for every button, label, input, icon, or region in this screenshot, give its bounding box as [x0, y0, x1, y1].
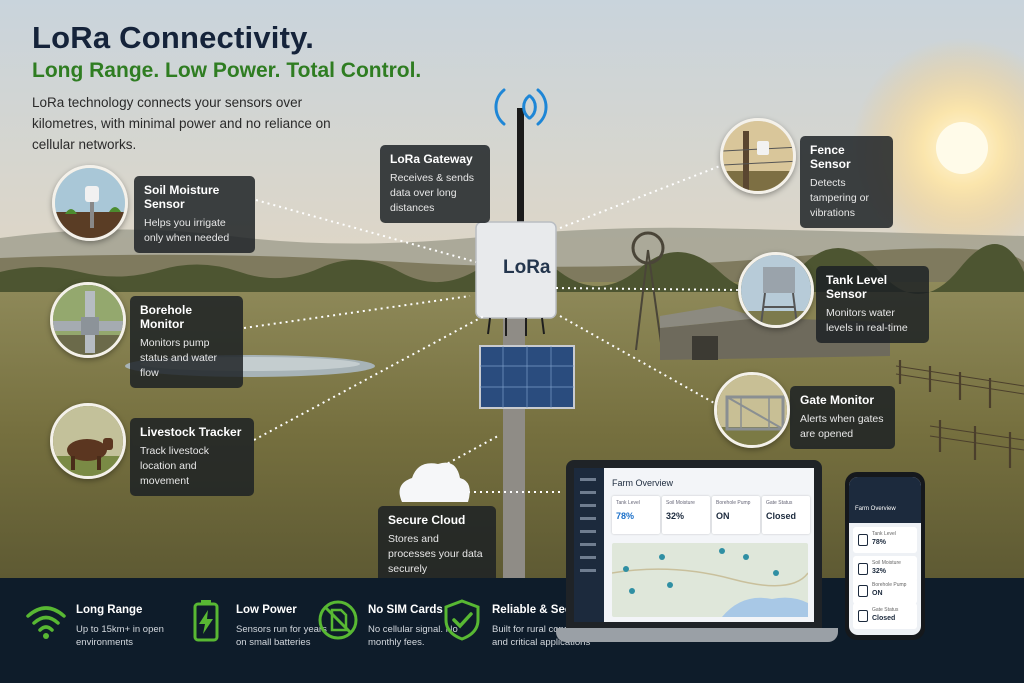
- tank-level-title: Tank Level Sensor: [826, 273, 888, 301]
- mobile-header: Farm Overview: [849, 477, 921, 523]
- mobile-row[interactable]: Tank Level 78%: [853, 527, 917, 553]
- intro-text: LoRa technology connects your sensors ov…: [32, 95, 331, 152]
- livestock-card: Livestock Tracker Track livestock locati…: [130, 418, 254, 496]
- row-label: Soil Moisture: [872, 560, 901, 566]
- page-title: LoRa Connectivity.: [32, 20, 315, 55]
- feature-title: Long Range: [76, 604, 143, 616]
- laptop-base: [556, 628, 838, 642]
- tile-value: ON: [716, 511, 730, 521]
- laptop-dashboard: Farm Overview Tank Level 78% Soil Moistu…: [566, 460, 822, 630]
- tile-label: Gate Status: [766, 500, 793, 506]
- dashboard-tile[interactable]: Borehole Pump ON: [712, 496, 760, 534]
- mobile-row[interactable]: Borehole Pump ON: [853, 578, 917, 604]
- feature-desc: Sensors run for years on small batteries: [236, 624, 327, 648]
- tile-label: Soil Moisture: [666, 500, 695, 506]
- feature-title: Low Power: [236, 604, 297, 616]
- livestock-desc: Track livestock location and movement: [140, 445, 210, 487]
- map-pin-icon: [623, 548, 779, 594]
- row-label: Tank Level: [872, 531, 896, 537]
- fence-sensor-image: [720, 118, 796, 194]
- shield-check-icon: [444, 599, 480, 641]
- dashboard-title: Farm Overview: [612, 478, 674, 488]
- gate-monitor-desc: Alerts when gates are opened: [800, 413, 884, 440]
- tank-level-card: Tank Level Sensor Monitors water levels …: [816, 266, 929, 343]
- dashboard-tile[interactable]: Gate Status Closed: [762, 496, 810, 534]
- no-sim-icon: [318, 600, 358, 640]
- row-value: ON: [872, 590, 883, 597]
- livestock-image: [50, 403, 126, 479]
- mobile-phone: Farm Overview Tank Level 78% Soil Moistu…: [845, 472, 925, 640]
- soil-sensor-image: [52, 165, 128, 241]
- page-subtitle: Long Range. Low Power. Total Control.: [32, 59, 422, 82]
- tile-value: Closed: [766, 511, 797, 521]
- gate-monitor-card: Gate Monitor Alerts when gates are opene…: [790, 386, 895, 449]
- mobile-row[interactable]: Gate Status Closed: [853, 603, 917, 629]
- row-value: Closed: [872, 615, 896, 622]
- gateway-card: LoRa Gateway Receives & sends data over …: [380, 145, 490, 223]
- mobile-title: Farm Overview: [855, 506, 896, 512]
- dashboard-sidebar: [574, 468, 604, 622]
- tile-label: Tank Level: [616, 500, 640, 506]
- tank-level-image: [738, 252, 814, 328]
- feature-title: No SIM Cards: [368, 604, 443, 616]
- cloud-title: Secure Cloud: [388, 513, 466, 527]
- feature-desc: Up to 15km+ in open environments: [76, 624, 164, 648]
- livestock-title: Livestock Tracker: [140, 425, 242, 439]
- feature-desc: No cellular signal. No monthly fees.: [368, 624, 458, 648]
- cloud-card: Secure Cloud Stores and processes your d…: [378, 506, 496, 584]
- row-label: Borehole Pump: [872, 582, 907, 588]
- soil-sensor-card: Soil Moisture Sensor Helps you irrigate …: [134, 176, 255, 253]
- borehole-title: Borehole Monitor: [140, 303, 193, 331]
- pump-icon: [858, 585, 868, 597]
- borehole-card: Borehole Monitor Monitors pump status an…: [130, 296, 243, 388]
- dashboard-tile[interactable]: Tank Level 78%: [612, 496, 660, 534]
- tile-value: 32%: [666, 511, 685, 521]
- gateway-title: LoRa Gateway: [390, 152, 473, 166]
- tank-icon: [858, 534, 868, 546]
- gateway-desc: Receives & sends data over long distance…: [390, 172, 475, 214]
- tile-label: Borehole Pump: [716, 500, 751, 506]
- feature-desc: Built for rural conditions and critical …: [492, 624, 592, 648]
- fence-sensor-card: Fence Sensor Detects tampering or vibrat…: [800, 136, 893, 228]
- row-value: 32%: [872, 568, 887, 575]
- wifi-icon: [26, 606, 66, 639]
- gate-monitor-title: Gate Monitor: [800, 393, 874, 407]
- borehole-image: [50, 282, 126, 358]
- borehole-desc: Monitors pump status and water flow: [140, 337, 218, 379]
- mobile-row[interactable]: Soil Moisture 32%: [853, 556, 917, 582]
- tile-value: 78%: [616, 511, 635, 521]
- gate-icon: [858, 610, 868, 622]
- fence-sensor-desc: Detects tampering or vibrations: [810, 177, 869, 219]
- moisture-icon: [858, 563, 868, 575]
- row-value: 78%: [872, 539, 887, 546]
- mobile-screen: Farm Overview Tank Level 78% Soil Moistu…: [849, 477, 921, 635]
- dashboard-tile[interactable]: Soil Moisture 32%: [662, 496, 710, 534]
- cloud-desc: Stores and processes your data securely: [388, 533, 483, 575]
- row-label: Gate Status: [872, 607, 899, 613]
- dashboard-screen: Farm Overview Tank Level 78% Soil Moistu…: [574, 468, 814, 622]
- feature-title: Reliable & Secure: [492, 604, 590, 616]
- tank-level-desc: Monitors water levels in real-time: [826, 307, 908, 334]
- battery-icon: [193, 600, 219, 642]
- dashboard-map[interactable]: [611, 543, 809, 617]
- soil-sensor-title: Soil Moisture Sensor: [144, 183, 220, 211]
- gateway-logo: LoRa: [503, 257, 551, 278]
- gate-monitor-image: [714, 372, 790, 448]
- soil-sensor-desc: Helps you irrigate only when needed: [144, 217, 230, 244]
- fence-sensor-title: Fence Sensor: [810, 143, 851, 171]
